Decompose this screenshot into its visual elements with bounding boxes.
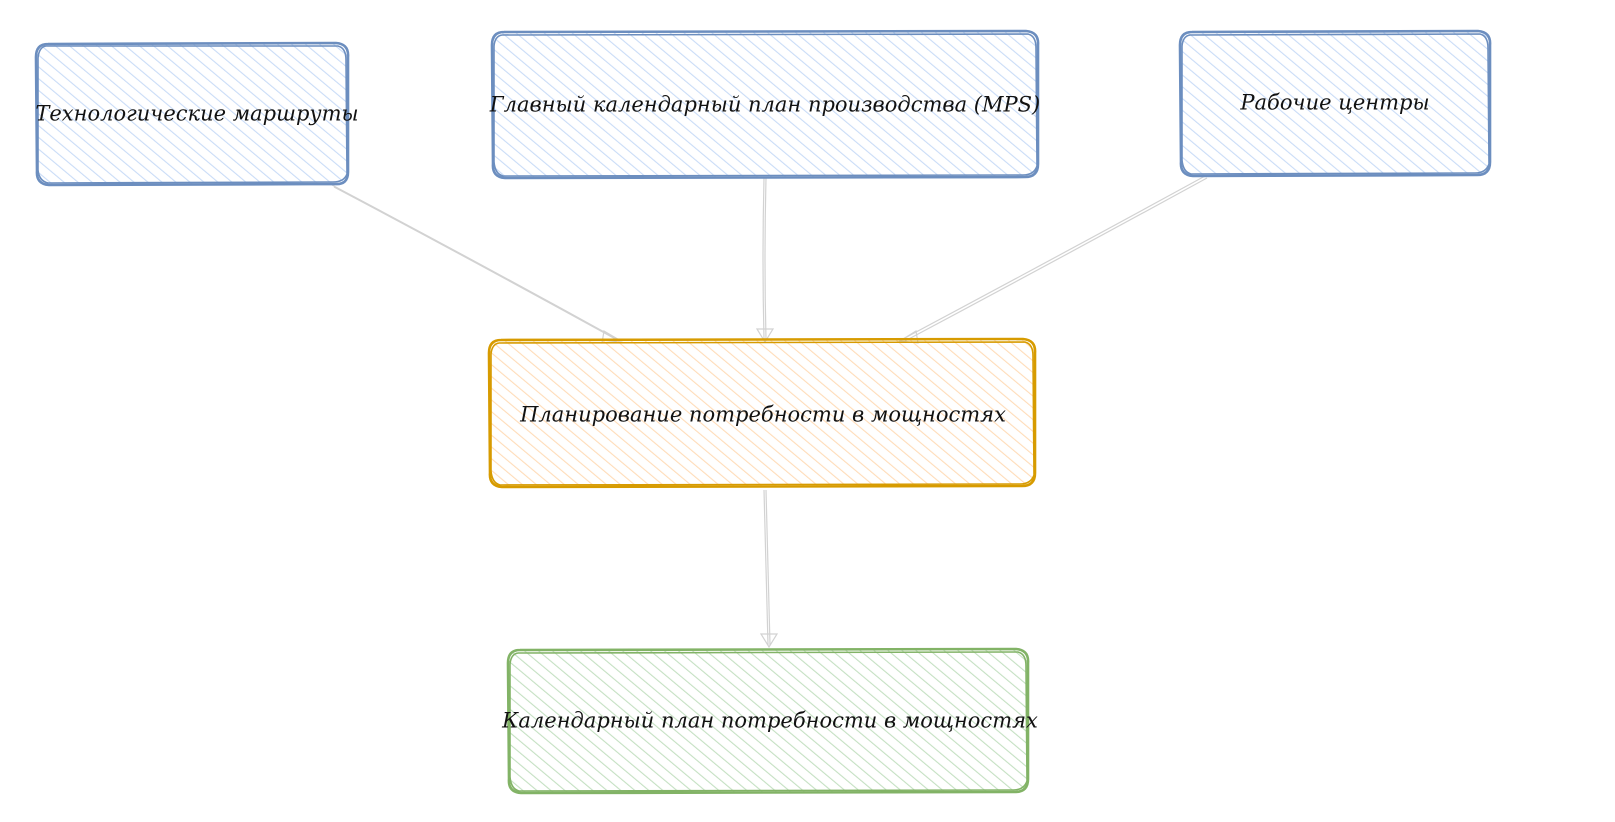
edge-workcenters-to-crp	[898, 175, 1208, 344]
node-crp-label: Планирование потребности в мощностях	[519, 403, 1006, 427]
node-capacity-schedule[interactable]: Календарный план потребности в мощностях	[501, 647, 1038, 795]
node-routes[interactable]: Технологические маршруты	[34, 41, 359, 187]
edge-routes-to-crp	[331, 184, 623, 344]
node-work-centers-label: Рабочие центры	[1239, 91, 1429, 115]
node-mps[interactable]: Главный календарный план производства (M…	[489, 29, 1040, 180]
edge-mps-to-crp	[755, 177, 775, 344]
node-capacity-schedule-label: Календарный план потребности в мощностях	[501, 709, 1038, 733]
node-routes-label: Технологические маршруты	[35, 102, 358, 126]
node-work-centers[interactable]: Рабочие центры	[1178, 29, 1492, 178]
edge-crp-to-schedule	[759, 489, 779, 649]
node-mps-label: Главный календарный план производства (M…	[489, 93, 1040, 117]
node-crp[interactable]: Планирование потребности в мощностях	[487, 337, 1037, 489]
edges	[331, 175, 1208, 649]
